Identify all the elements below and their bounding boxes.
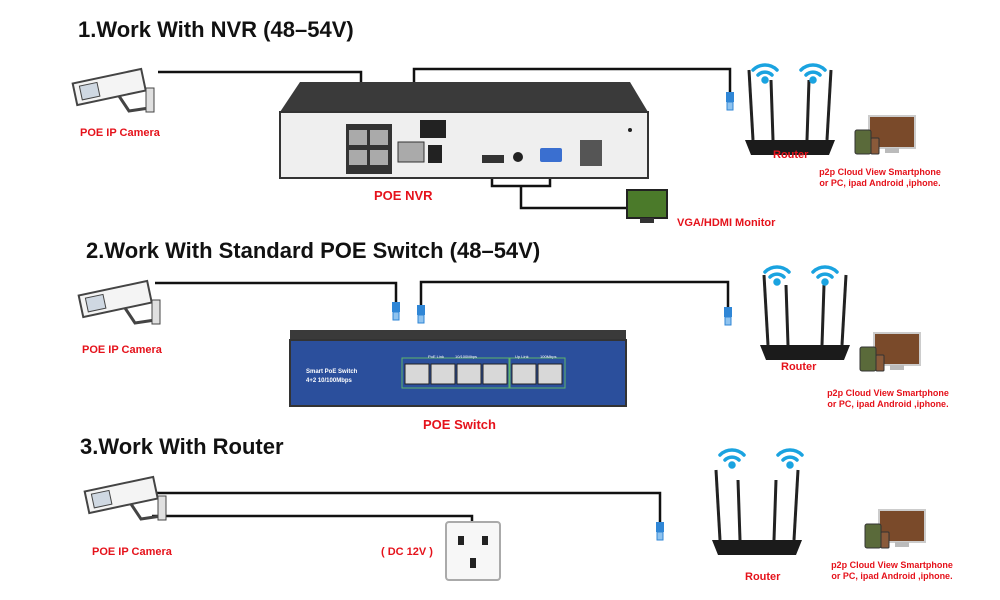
p2p-line: or PC, ipad Android ,iphone. [827, 399, 949, 409]
devices-icon [859, 332, 921, 372]
camera-icon [77, 279, 162, 326]
switch-up-link: Up Link [515, 354, 529, 359]
wifi-icon [799, 63, 827, 84]
router-label: Router [773, 149, 809, 161]
switch-icon [289, 330, 627, 407]
camera-icon [83, 475, 168, 522]
router-label: Router [745, 571, 781, 583]
switch-model-text: Smart PoE Switch 4+2 10/100Mbps [306, 368, 357, 386]
router-icon [710, 468, 804, 557]
router-icon [758, 273, 852, 362]
nvr-label: POE NVR [374, 188, 433, 203]
switch-poe-link: PoE Link [428, 354, 445, 359]
devices-icon [854, 115, 916, 155]
p2p-line: or PC, ipad Android ,iphone. [819, 178, 941, 188]
wifi-icon [776, 448, 804, 469]
section-title: 1.Work With NVR (48–54V) [78, 17, 354, 42]
p2p-line: p2p Cloud View Smartphone [831, 560, 953, 570]
section-title: 2.Work With Standard POE Switch (48–54V) [86, 238, 541, 263]
p2p-line: p2p Cloud View Smartphone [827, 388, 949, 398]
p2p-line: or PC, ipad Android ,iphone. [831, 571, 953, 581]
monitor-icon [626, 189, 668, 223]
devices-icon [864, 509, 926, 549]
power-socket-icon [445, 521, 501, 581]
p2p-text: p2p Cloud View Smartphone or PC, ipad An… [810, 167, 950, 189]
p2p-text: p2p Cloud View Smartphone or PC, ipad An… [818, 388, 958, 410]
p2p-line: p2p Cloud View Smartphone [819, 167, 941, 177]
camera-icon [71, 67, 156, 114]
camera-label: POE IP Camera [80, 127, 160, 139]
camera-label: POE IP Camera [92, 546, 172, 558]
switch-poe-speed: 10/100Mbps [455, 354, 478, 359]
router-icon [743, 68, 837, 157]
monitor-label: VGA/HDMI Monitor [677, 217, 776, 229]
power-label: ( DC 12V ) [381, 546, 433, 558]
switch-label: POE Switch [423, 417, 496, 432]
wifi-icon [811, 265, 839, 286]
switch-up-speed: 100Mbps [540, 354, 557, 359]
router-label: Router [781, 361, 817, 373]
wifi-icon [763, 265, 791, 286]
camera-label: POE IP Camera [82, 344, 162, 356]
section-title: 3.Work With Router [80, 434, 284, 459]
p2p-text: p2p Cloud View Smartphone or PC, ipad An… [822, 560, 962, 582]
nvr-icon [279, 82, 649, 179]
switch-text: Smart PoE Switch [306, 369, 358, 375]
wifi-icon [751, 63, 779, 84]
wifi-icon [718, 448, 746, 469]
switch-text: 4+2 10/100Mbps [306, 378, 352, 384]
